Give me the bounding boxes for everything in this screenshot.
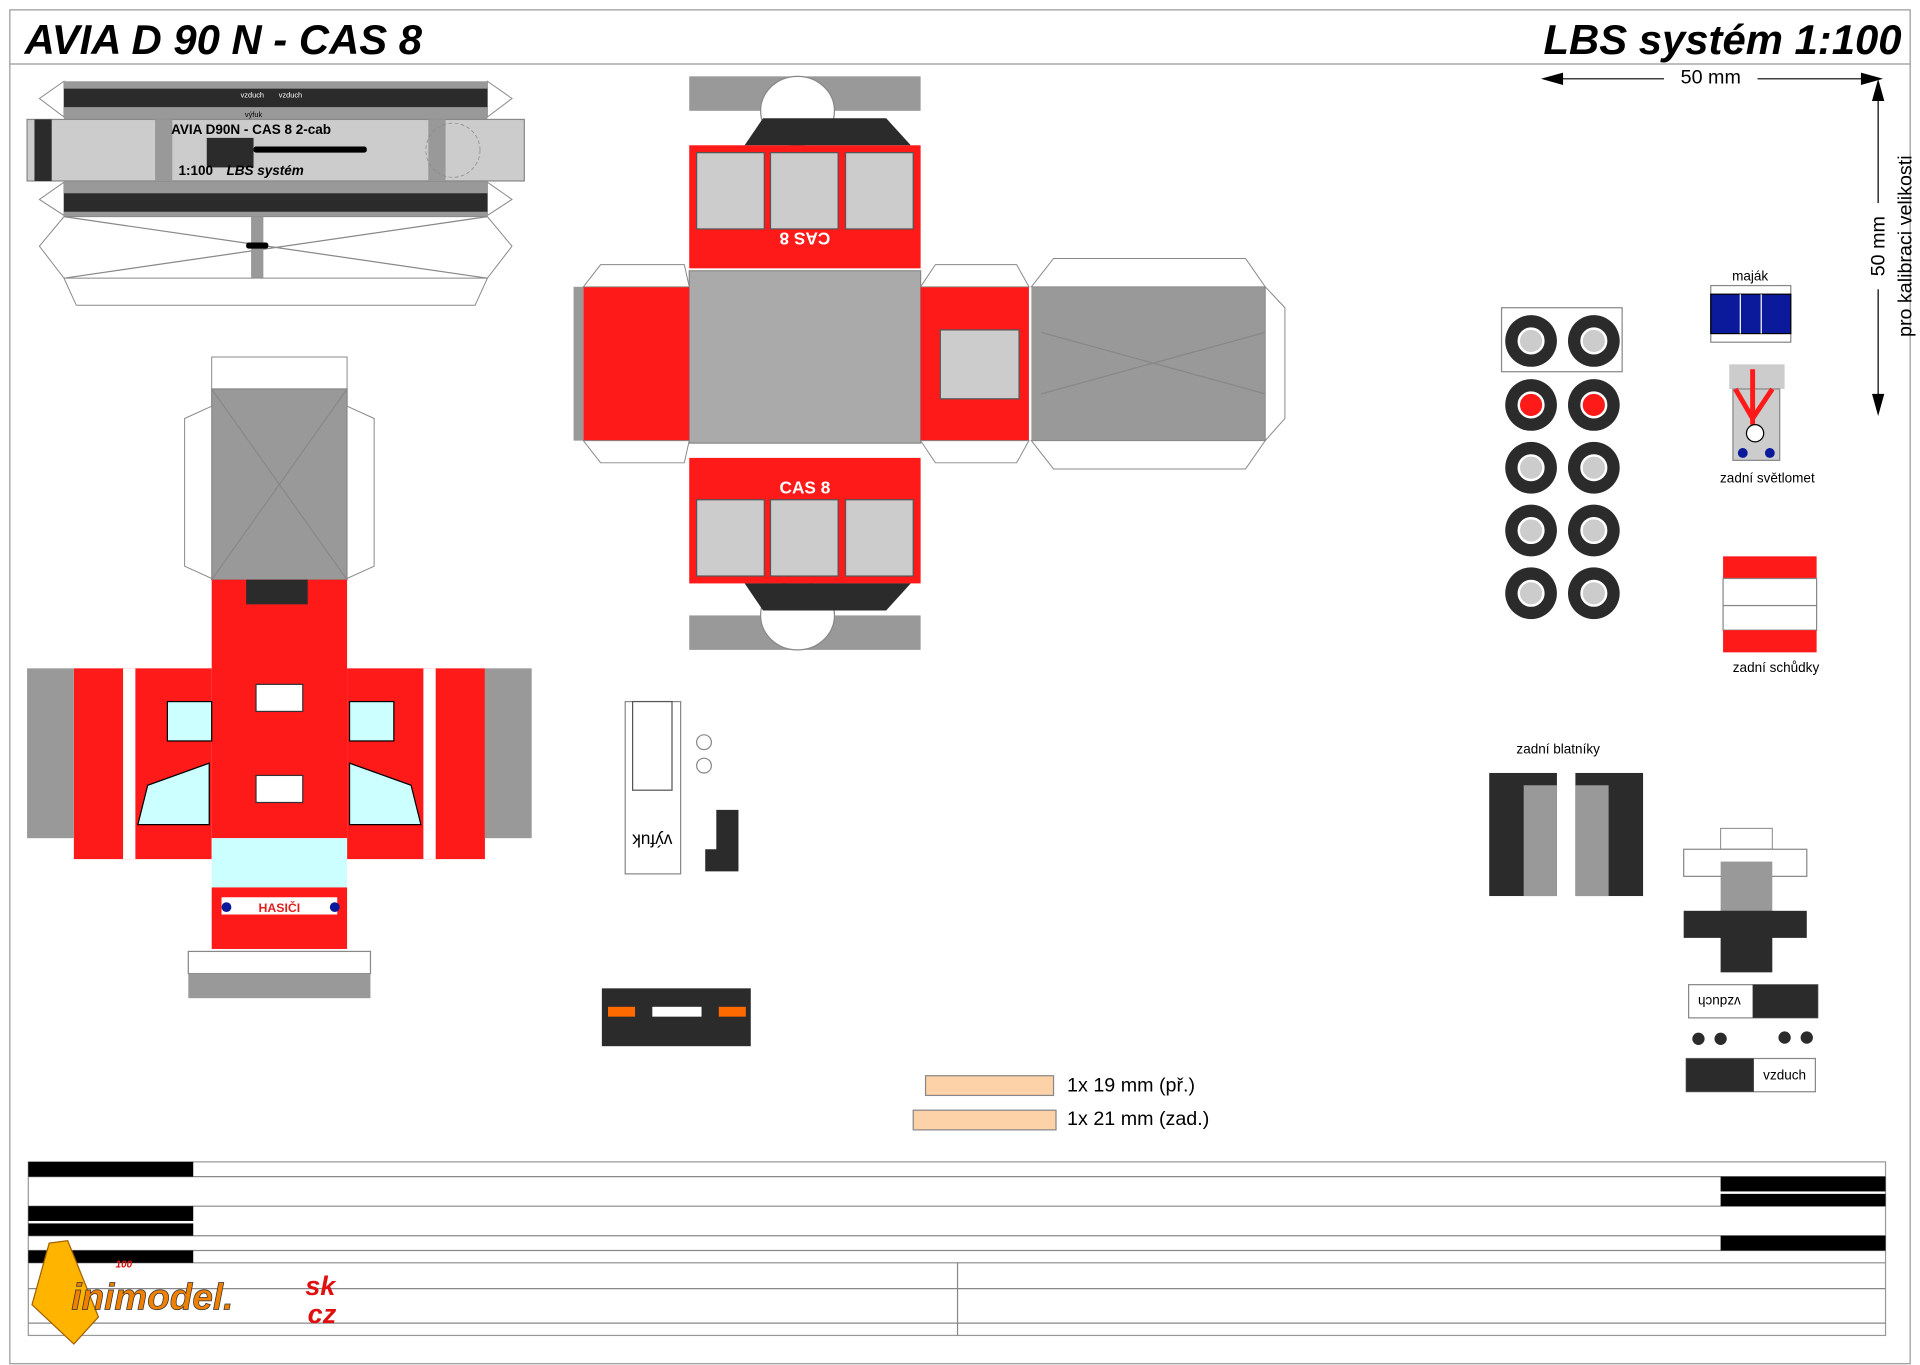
minimodel-logo: inimodel. sk cz 100 — [31, 1239, 337, 1345]
rear-axle-part: vzduch vzduch — [1683, 827, 1819, 1093]
calibration-vertical: 50 mm pro kalibraci velikosti — [1863, 78, 1916, 417]
svg-text:vzduch: vzduch — [1698, 994, 1741, 1009]
chassis-part: vzduch vzduch výfuk AVIA D90N - CAS 8 2-… — [26, 80, 525, 306]
rear-bumper-part — [601, 988, 751, 1047]
svg-text:vzduch: vzduch — [279, 90, 302, 99]
rear-steps-part: zadní schůdky — [1722, 556, 1820, 675]
calibration-note: pro kalibraci velikosti — [1894, 155, 1916, 337]
body-part: CAS 8 CAS 8 — [573, 75, 1286, 651]
svg-text:vzduch: vzduch — [241, 90, 264, 99]
svg-text:50 mm: 50 mm — [1867, 216, 1889, 276]
rear-fenders-part: zadní blatníky — [1489, 741, 1644, 897]
svg-text:výfuk: výfuk — [632, 831, 673, 851]
svg-text:inimodel.: inimodel. — [71, 1277, 233, 1318]
svg-text:zadní blatníky: zadní blatníky — [1516, 741, 1600, 756]
side-label-bottom: CAS 8 — [780, 478, 831, 498]
svg-text:100: 100 — [116, 1260, 133, 1271]
wheels-part — [1500, 307, 1623, 620]
svg-text:cz: cz — [308, 1298, 337, 1329]
page-title: AVIA D 90 N - CAS 8 — [24, 16, 423, 63]
svg-text:vzduch: vzduch — [1763, 1067, 1806, 1082]
chassis-model-name: AVIA D90N - CAS 8 2-cab — [171, 122, 331, 137]
svg-text:1x 21 mm (zad.): 1x 21 mm (zad.) — [1067, 1108, 1209, 1130]
bottom-strips — [27, 1161, 1887, 1337]
strip-rear: 1x 21 mm (zad.) — [912, 1108, 1209, 1131]
svg-text:sk: sk — [305, 1270, 337, 1301]
side-label-top: CAS 8 — [779, 229, 830, 249]
sheet-border — [9, 9, 1911, 1365]
cab-front-label: HASIČI — [259, 900, 301, 915]
calibration-horizontal: 50 mm — [1540, 66, 1884, 89]
svg-text:zadní schůdky: zadní schůdky — [1733, 660, 1820, 675]
strip-front: 1x 19 mm (př.) — [924, 1075, 1195, 1097]
svg-text:zadní světlomet: zadní světlomet — [1720, 470, 1815, 485]
svg-text:maják: maják — [1732, 269, 1768, 284]
svg-text:1x 19 mm (př.): 1x 19 mm (př.) — [1067, 1075, 1195, 1097]
rear-light-part: zadní světlomet — [1720, 364, 1815, 485]
svg-text:LBS systém: LBS systém — [226, 163, 303, 178]
svg-text:výfuk: výfuk — [245, 110, 263, 119]
cab-part: HASIČI — [27, 356, 532, 999]
system-title: LBS systém 1:100 — [1543, 16, 1901, 63]
svg-text:50 mm: 50 mm — [1681, 67, 1741, 89]
exhaust-part: výfuk — [624, 700, 739, 875]
beacon-part: maják — [1710, 269, 1792, 343]
svg-text:1:100: 1:100 — [178, 163, 213, 178]
